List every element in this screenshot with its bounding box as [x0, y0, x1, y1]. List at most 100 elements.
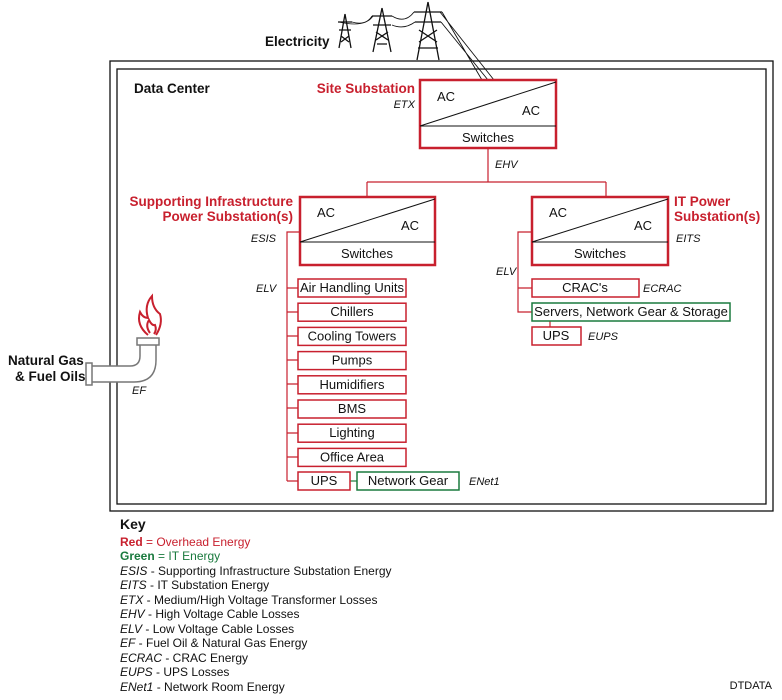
supporting-switches-label: Switches	[341, 246, 394, 261]
support-ups-label: UPS	[311, 473, 338, 488]
key-entry: ENet1 - Network Room Energy	[120, 680, 392, 695]
support-load-box	[297, 350, 407, 371]
ehv-connector	[366, 148, 607, 197]
key-entry-code: ETX	[120, 592, 144, 607]
it-substation-box: AC AC Switches	[530, 195, 670, 267]
it-substation-title-line2: Substation(s)	[674, 209, 760, 224]
support-load-box	[297, 326, 407, 347]
key-entry-code: ENet1	[120, 679, 154, 694]
crac-box	[531, 278, 640, 298]
enet1-label: ENet1	[469, 476, 500, 488]
support-load-box	[297, 399, 407, 419]
data-center-inner-border	[116, 68, 767, 505]
supporting-bus	[286, 231, 357, 482]
supporting-substation-title-line1: Supporting Infrastructure	[129, 194, 293, 209]
support-ups-box	[297, 471, 351, 491]
it-elv-label: ELV	[496, 266, 518, 278]
support-load-label: Humidifiers	[319, 377, 385, 392]
support-load-box	[297, 302, 407, 322]
it-ups-box	[531, 326, 582, 346]
crac-label: CRAC's	[562, 280, 608, 295]
supporting-ac-right: AC	[401, 218, 419, 233]
support-load-box	[297, 278, 407, 298]
energy-flow-diagram: Electricity Data Center Site Substation …	[8, 1, 774, 512]
supporting-ac-left: AC	[317, 205, 335, 220]
key-entry: EUPS - UPS Losses	[120, 665, 392, 680]
key-red-word: Red	[120, 534, 143, 549]
eups-label: EUPS	[588, 331, 619, 343]
supporting-elv-label: ELV	[256, 283, 278, 295]
key-entry: ESIS - Supporting Infrastructure Substat…	[120, 564, 392, 579]
key-entry-code: EHV	[120, 607, 145, 621]
key-entry: ELV - Low Voltage Cable Losses	[120, 622, 392, 637]
support-load-label: BMS	[338, 401, 367, 416]
supporting-substation-title-line2: Power Substation(s)	[162, 209, 293, 224]
site-switches-label: Switches	[462, 130, 515, 145]
data-center-outer-border	[109, 60, 774, 512]
it-substation-title-line1: IT Power	[674, 194, 731, 209]
key-entry-desc: - IT Substation Energy	[146, 578, 270, 592]
flame-icon	[138, 293, 162, 336]
natural-gas-label-line2: & Fuel Oils	[15, 369, 86, 384]
eits-label: EITS	[676, 233, 701, 245]
ecrac-label: ECRAC	[643, 283, 682, 295]
servers-label: Servers, Network Gear & Storage	[534, 304, 728, 319]
key-entry-code: EITS	[120, 578, 147, 592]
key-entry-desc: - Medium/High Voltage Transformer Losses	[143, 592, 378, 607]
support-load-label: Air Handling Units	[300, 280, 405, 295]
gas-pipe-icon	[85, 337, 160, 386]
key-entry-code: ESIS	[120, 563, 148, 578]
support-load-box	[297, 447, 407, 468]
key-entry-code: EF	[120, 636, 136, 650]
it-ac-right: AC	[634, 218, 652, 233]
it-ac-left: AC	[549, 205, 567, 220]
key-entries: ESIS - Supporting Infrastructure Substat…	[120, 564, 392, 695]
it-switches-label: Switches	[574, 246, 627, 261]
support-load-box	[297, 375, 407, 395]
key-entry: EHV - High Voltage Cable Losses	[120, 607, 392, 622]
support-load-label: Pumps	[332, 353, 373, 368]
ef-label: EF	[132, 385, 147, 397]
key-entry-desc: - Fuel Oil & Natural Gas Energy	[135, 636, 308, 650]
pylon-icon	[338, 1, 495, 81]
ehv-label: EHV	[495, 159, 519, 171]
key-green-row: Green = IT Energy	[120, 549, 392, 564]
key-entry-code: EUPS	[120, 665, 153, 679]
network-gear-box	[356, 471, 460, 491]
key-entry-desc: - Supporting Infrastructure Substation E…	[147, 563, 392, 578]
network-gear-label: Network Gear	[368, 473, 449, 488]
support-load-label: Cooling Towers	[308, 328, 397, 343]
key-entry-desc: - High Voltage Cable Losses	[144, 607, 300, 621]
data-center-label: Data Center	[134, 81, 211, 96]
key-entry-desc: - CRAC Energy	[162, 650, 249, 665]
key-entry: ECRAC - CRAC Energy	[120, 651, 392, 666]
legend-key: Key Red = Overhead Energy Green = IT Ene…	[120, 517, 392, 694]
site-substation-box: AC AC Switches	[418, 78, 558, 150]
key-entry-code: ELV	[120, 621, 143, 636]
credit-label: DTDATA	[729, 680, 772, 692]
support-load-box	[297, 423, 407, 443]
support-load-label: Lighting	[329, 425, 375, 440]
key-green-word: Green	[120, 549, 155, 563]
site-ac-right: AC	[522, 103, 540, 118]
electricity-label: Electricity	[265, 34, 330, 49]
etx-label: ETX	[394, 99, 416, 111]
key-entry-desc: - Low Voltage Cable Losses	[142, 621, 295, 636]
key-title: Key	[120, 516, 146, 532]
natural-gas-label-line1: Natural Gas	[8, 353, 84, 368]
site-substation-title: Site Substation	[317, 81, 415, 96]
servers-box	[531, 302, 731, 322]
key-entry-code: ECRAC	[120, 650, 163, 665]
key-entry: EF - Fuel Oil & Natural Gas Energy	[120, 636, 392, 651]
esis-label: ESIS	[251, 233, 277, 245]
key-red-row: Red = Overhead Energy	[120, 535, 392, 550]
key-entry-desc: - Network Room Energy	[153, 679, 285, 694]
support-load-label: Office Area	[320, 449, 385, 464]
it-ups-label: UPS	[543, 328, 570, 343]
key-entry: EITS - IT Substation Energy	[120, 578, 392, 593]
key-entry-desc: - UPS Losses	[152, 665, 230, 679]
supporting-substation-box: AC AC Switches	[298, 195, 437, 267]
support-load-label: Chillers	[330, 304, 374, 319]
key-red-desc: = Overhead Energy	[142, 534, 251, 549]
